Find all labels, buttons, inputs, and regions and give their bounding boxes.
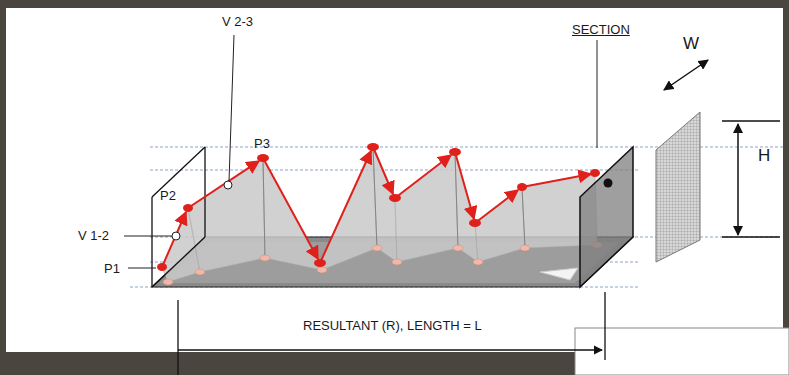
inset-box [575,328,789,375]
box-edges [152,147,205,287]
section-face [580,147,633,287]
point-label: P2 [160,188,176,203]
dimension-label: RESULTANT (R), LENGTH = L [303,318,482,333]
section-label: SECTION [572,22,630,37]
drop-lines [263,147,525,258]
red-vectors [162,147,591,267]
width-label: W [683,34,699,53]
flow-arrow [540,268,578,280]
vector-label: V 1-2 [78,228,109,243]
height-arrow [722,121,780,237]
point-label: P1 [104,261,120,276]
height-label: H [758,146,770,165]
section-sheet [656,112,700,262]
leader-lines [124,35,597,268]
points [157,143,600,271]
width-arrow [664,60,708,90]
vector-label: V 2-3 [222,14,253,29]
section-dot [604,179,613,188]
path-shadow [162,147,597,282]
length-dimension [178,292,605,375]
point-label: P3 [254,136,270,151]
panel [6,8,783,352]
floor-points [163,242,602,285]
